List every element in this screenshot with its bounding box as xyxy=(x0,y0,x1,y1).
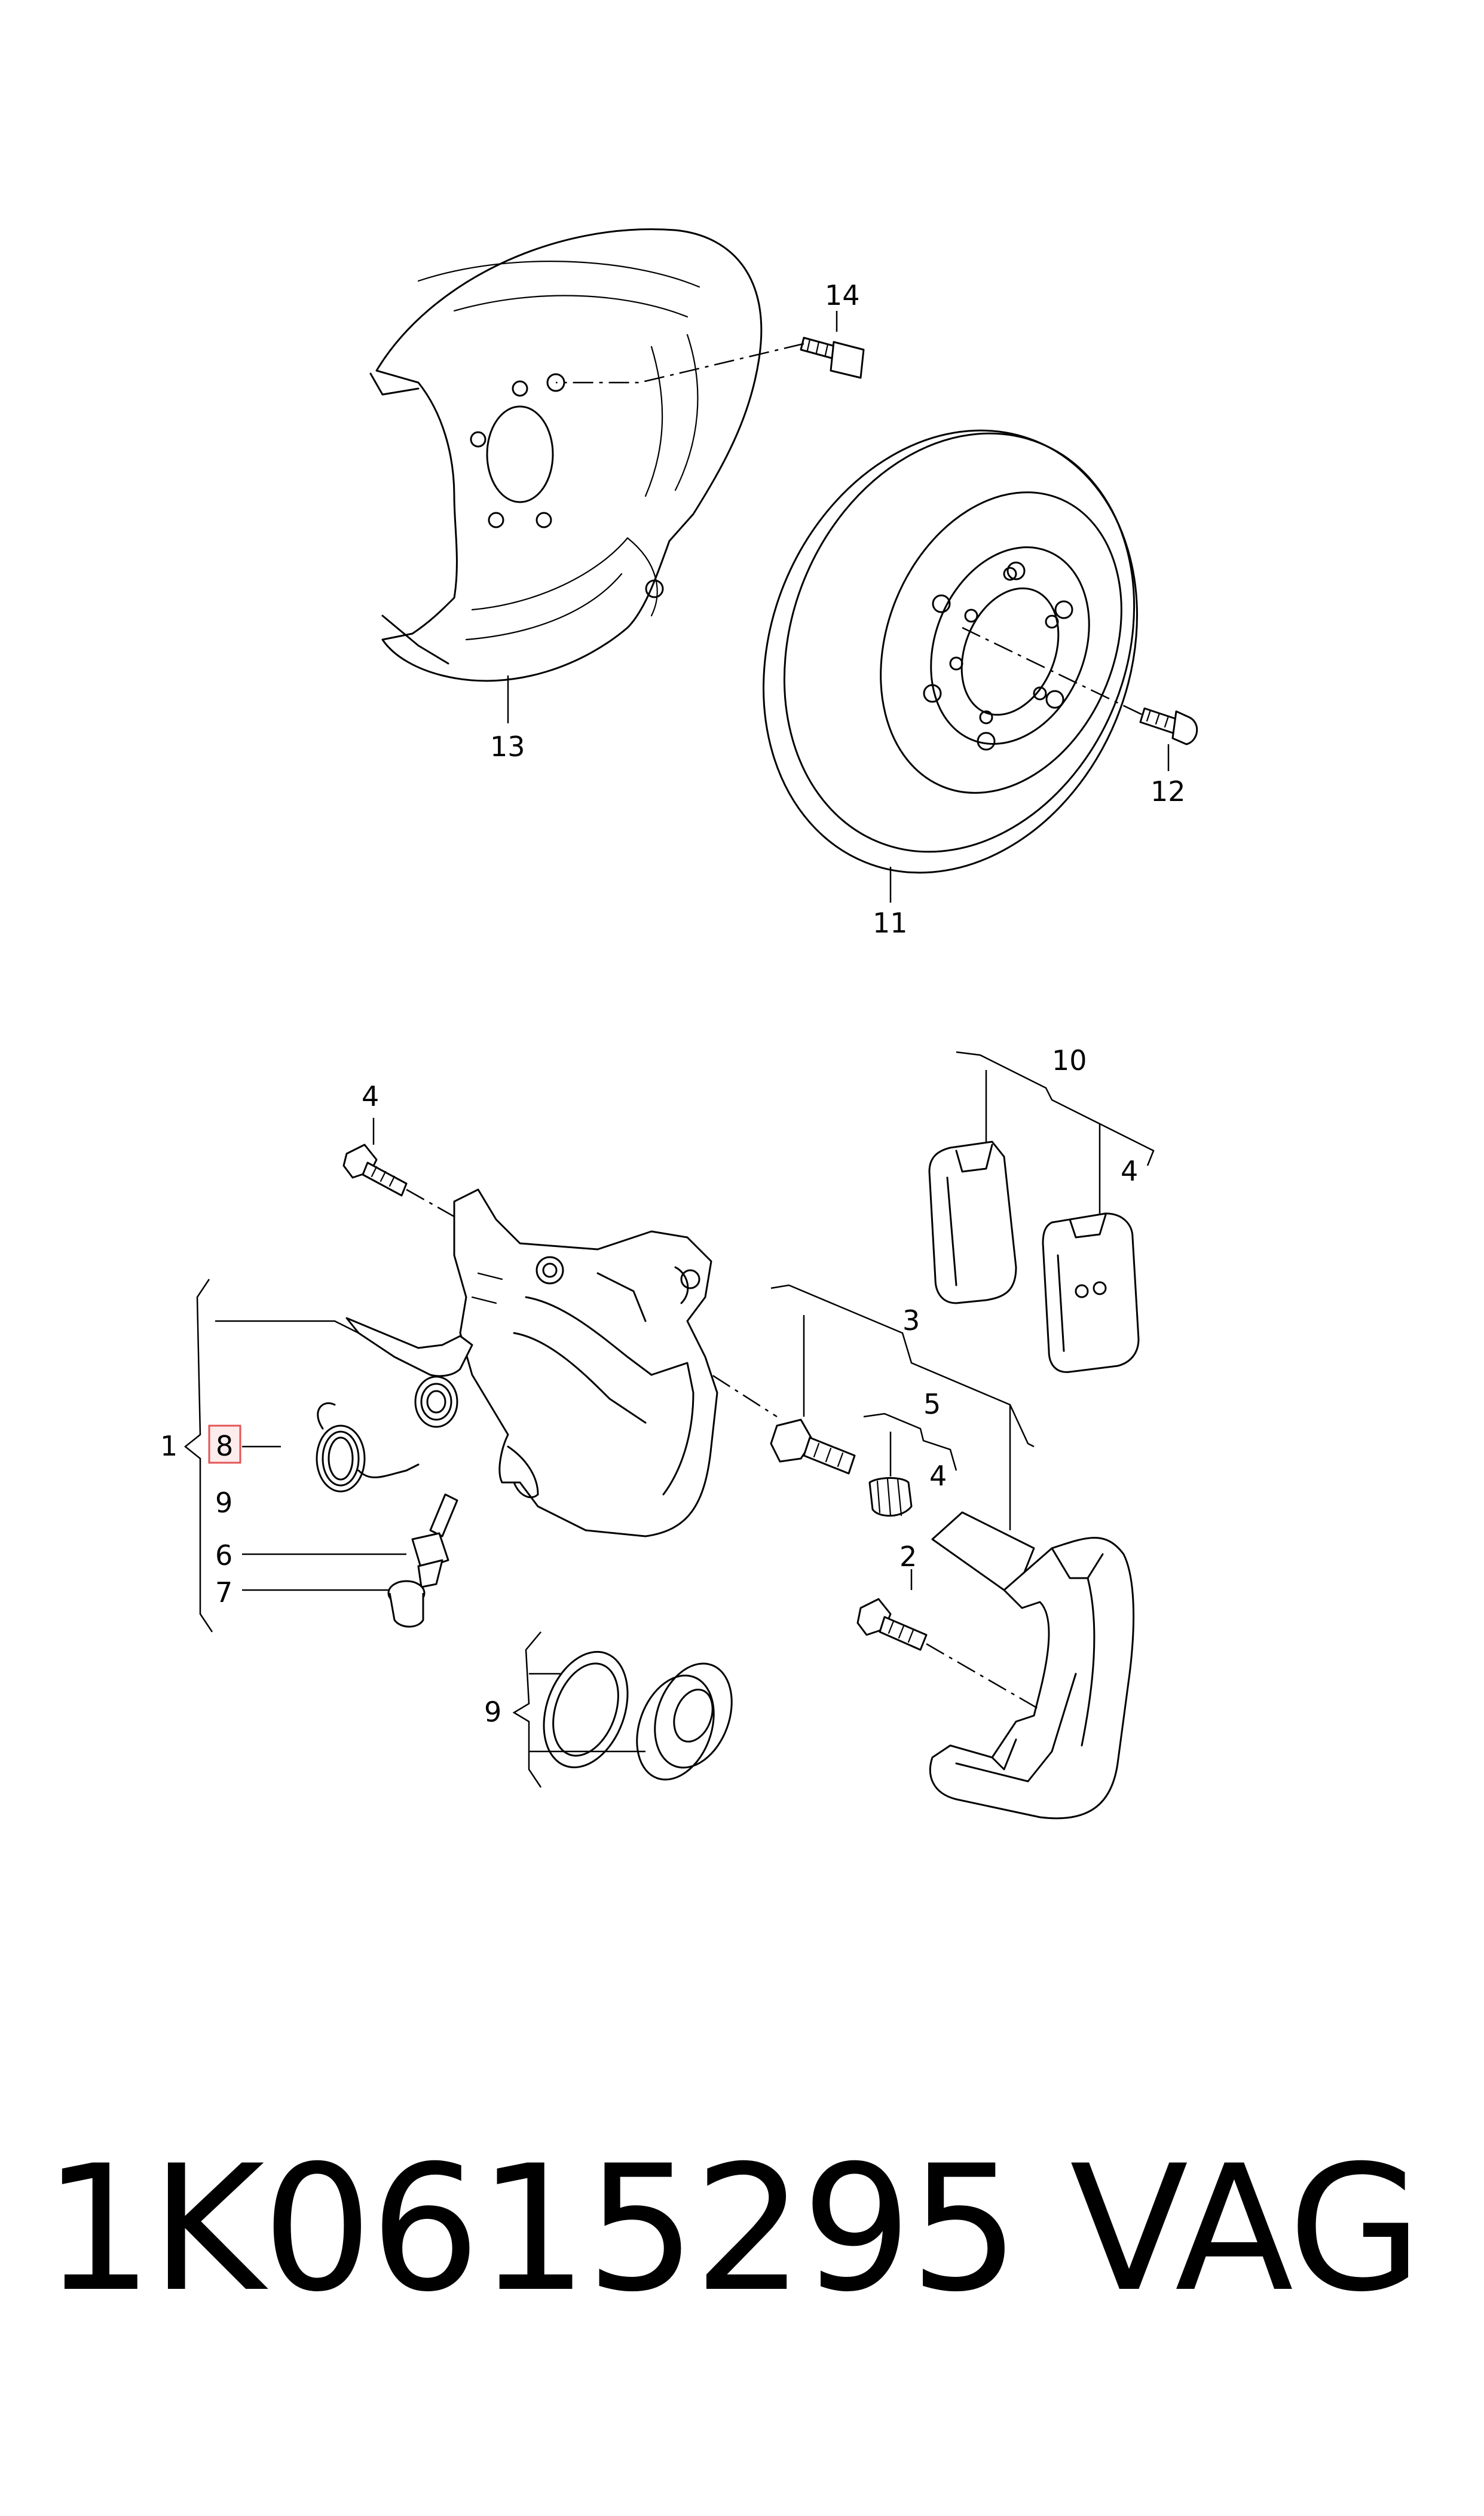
callout-2: 2 xyxy=(899,1540,917,1573)
piston-part xyxy=(636,1662,733,1781)
brand-name: VAG xyxy=(1070,2129,1422,2330)
callout-9-piston: 9 xyxy=(484,1696,501,1728)
parts-diagram: 14 13 12 11 10 4 4 3 5 4 2 1 8 9 6 7 9 xyxy=(160,228,1198,1820)
callout-10: 10 xyxy=(1052,1044,1087,1077)
bracket-5 xyxy=(863,1413,957,1471)
disc-screw-axis xyxy=(962,626,1142,716)
bleeder-valve-part xyxy=(411,1493,458,1588)
callout-6: 6 xyxy=(215,1539,232,1572)
shield-bolt-part xyxy=(800,337,865,379)
brake-pad-1-part xyxy=(928,1141,1017,1304)
brake-pad-2-part xyxy=(1042,1212,1140,1373)
callout-1: 1 xyxy=(160,1430,178,1462)
callout-8-highlight xyxy=(208,1424,241,1464)
callout-13: 13 xyxy=(490,730,525,763)
leader-1-lever xyxy=(215,1320,359,1334)
callout-3: 3 xyxy=(902,1304,920,1337)
callout-8: 8 xyxy=(216,1430,233,1462)
dust-shield-part xyxy=(369,228,763,682)
callout-14: 14 xyxy=(825,279,860,311)
bracket-9 xyxy=(512,1631,542,1788)
bracket-10 xyxy=(956,1051,1155,1166)
caliper-housing-part xyxy=(453,1188,718,1537)
guide-pin-part xyxy=(770,1419,856,1475)
guide-boot-part xyxy=(868,1477,913,1517)
callout-5: 5 xyxy=(923,1388,941,1420)
brake-disc-part xyxy=(763,429,1138,874)
callout-7: 7 xyxy=(215,1576,232,1609)
callout-11: 11 xyxy=(873,907,908,939)
handbrake-lever-part xyxy=(345,1317,473,1428)
callout-4-bolt: 4 xyxy=(362,1080,379,1112)
carrier-bolt-axis xyxy=(926,1643,1041,1711)
carrier-bolt-part xyxy=(856,1598,928,1651)
disc-screw-part xyxy=(1139,707,1198,745)
bracket-3 xyxy=(770,1284,1035,1448)
callout-4-boot: 4 xyxy=(929,1460,947,1492)
callout-9-kit: 9 xyxy=(215,1487,232,1519)
dust-cap-part xyxy=(387,1580,426,1628)
bracket-1 xyxy=(183,1279,213,1633)
shield-bolt-axis xyxy=(556,343,804,384)
callout-12: 12 xyxy=(1151,775,1186,808)
carrier-bracket-part xyxy=(929,1511,1135,1820)
callout-4-pads: 4 xyxy=(1121,1155,1138,1187)
part-number: 1K0615295 xyxy=(43,2129,1020,2330)
caliper-bolt-upper-part xyxy=(342,1144,408,1197)
return-spring-part xyxy=(316,1402,420,1493)
piston-seal-part xyxy=(543,1650,629,1769)
